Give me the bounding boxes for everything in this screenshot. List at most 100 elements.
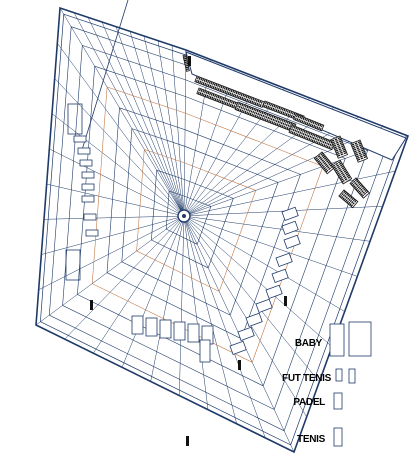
wall-mark: [284, 296, 287, 306]
roof-rib: [183, 215, 358, 277]
roof-rib: [171, 45, 185, 217]
seat-row: [291, 128, 333, 147]
roof-ring: [165, 190, 212, 245]
roof-hub-center: [182, 214, 186, 218]
east-room: [265, 284, 283, 299]
fut-tenis-court-2: [348, 368, 356, 384]
east-room: [245, 312, 263, 327]
roof-rib: [183, 170, 396, 217]
roof-rib: [51, 113, 185, 217]
roof-rib: [183, 215, 266, 438]
roof-rib: [49, 148, 185, 217]
side-room: [79, 159, 93, 167]
south-room: [145, 317, 158, 337]
south-room: [159, 319, 172, 339]
leader-line: [81, 0, 129, 151]
baby-court-1: [329, 323, 345, 357]
roof-rib: [183, 215, 345, 312]
seat-row: [332, 164, 346, 183]
seat-row: [238, 102, 295, 127]
building-outline: [35, 6, 410, 454]
seat-block: [349, 177, 370, 199]
east-room: [281, 206, 299, 221]
side-room-large: [67, 103, 83, 135]
seat-block: [182, 54, 190, 72]
roof-rib: [93, 215, 185, 354]
roof-rib: [157, 40, 185, 217]
roof-ring: [91, 86, 324, 363]
roof-rib: [143, 35, 185, 217]
roof-rib: [101, 21, 185, 217]
roof-rib: [54, 78, 185, 217]
roof-rib: [183, 215, 209, 410]
inner-wall: [40, 13, 402, 446]
tenis-court: [333, 427, 343, 447]
seat-row: [338, 161, 351, 180]
roof-rib: [59, 7, 185, 217]
seat-row: [341, 192, 356, 205]
south-room: [187, 323, 200, 343]
seat-block-frame: [349, 177, 370, 199]
roof-rib: [183, 215, 307, 418]
east-room: [237, 326, 255, 341]
roof-rib: [183, 49, 187, 217]
roof-ring: [106, 107, 301, 340]
seat-row: [290, 130, 332, 149]
roof-rib: [121, 215, 185, 368]
padel-court: [333, 392, 343, 410]
roof-rib: [46, 183, 185, 217]
side-room: [85, 229, 99, 237]
roof-rib: [64, 215, 185, 340]
roof-ring: [151, 169, 234, 269]
side-room: [81, 195, 95, 203]
roof-structure-grid: [35, 0, 409, 453]
seat-row: [195, 79, 263, 107]
fut-tenis-court-1: [335, 368, 343, 382]
roof-rib: [35, 215, 185, 326]
seat-block: [338, 189, 359, 209]
seat-row: [183, 56, 189, 71]
seat-block: [350, 139, 369, 163]
side-room: [81, 183, 95, 191]
legend-label-baby: BABY: [295, 338, 323, 349]
seat-row: [294, 117, 322, 131]
roof-rib: [150, 215, 185, 382]
wall-mark: [90, 300, 93, 310]
roof-ring: [136, 148, 257, 292]
baby-court-2: [348, 321, 372, 357]
perimeter-rooms: [65, 56, 301, 446]
seat-row: [295, 114, 323, 128]
legend-label-padel: PADEL: [293, 397, 325, 408]
roof-rib: [183, 215, 237, 424]
side-room: [73, 135, 87, 143]
roof-rib: [87, 17, 185, 217]
seat-row: [237, 105, 294, 129]
east-room: [255, 298, 273, 313]
roof-rib: [183, 97, 310, 217]
east-room: [283, 234, 301, 249]
legend-label-tenis: TENIS: [297, 434, 326, 445]
east-room: [229, 340, 247, 355]
seat-block-frame: [330, 135, 349, 159]
wall-mark: [186, 436, 189, 446]
roof-rib: [41, 215, 185, 255]
side-room: [77, 147, 91, 155]
south-room: [199, 339, 211, 363]
east-room: [271, 268, 289, 283]
roof-rib: [183, 215, 333, 347]
roof-ring: [48, 26, 389, 432]
side-room-large: [65, 249, 81, 281]
east-room: [275, 252, 293, 267]
south-room: [173, 321, 186, 341]
seat-block: [313, 151, 336, 175]
seat-row: [343, 190, 357, 203]
roof-rib: [115, 26, 185, 217]
roof-ring: [121, 128, 279, 316]
seat-block: [234, 101, 297, 133]
seat-block: [293, 113, 325, 132]
roof-rib: [57, 43, 185, 217]
roof-rib: [179, 215, 185, 396]
seat-block: [330, 159, 353, 185]
